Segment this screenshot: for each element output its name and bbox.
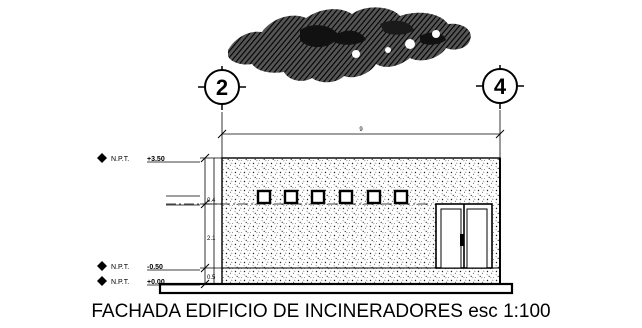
dimension-label-bottom: 0.5 bbox=[207, 275, 216, 281]
overall-dimension-label: 9 bbox=[359, 127, 363, 133]
window-row bbox=[256, 189, 409, 205]
level-value: +0.00 bbox=[147, 279, 165, 286]
level-label: N.P.T. bbox=[111, 279, 129, 286]
window bbox=[310, 189, 326, 205]
dimension-label-top: 0.4 bbox=[207, 198, 216, 204]
window bbox=[366, 189, 382, 205]
window bbox=[338, 189, 354, 205]
axis-label-right: 4 bbox=[494, 74, 507, 99]
double-door bbox=[435, 203, 493, 269]
drawing-title: FACHADA EDIFICIO DE INCINERADORES esc 1:… bbox=[91, 301, 551, 322]
level-value: +3.50 bbox=[147, 156, 165, 163]
window bbox=[283, 189, 299, 205]
window bbox=[393, 189, 409, 205]
level-mark-middle: N.P.T. -0.50 bbox=[97, 261, 200, 271]
level-label: N.P.T. bbox=[111, 264, 129, 271]
level-value: -0.50 bbox=[147, 264, 163, 271]
axis-marker-right: 4 bbox=[476, 65, 524, 109]
dimension-label-middle: 2.1 bbox=[207, 236, 216, 242]
axis-label-left: 2 bbox=[216, 75, 228, 100]
tree-canopy bbox=[228, 7, 471, 83]
foundation-base bbox=[158, 282, 514, 295]
level-mark-bottom: N.P.T. +0.00 bbox=[97, 276, 200, 286]
window bbox=[256, 189, 272, 205]
level-mark-top: N.P.T. +3.50 bbox=[97, 153, 200, 163]
door-handle bbox=[460, 234, 464, 246]
level-label: N.P.T. bbox=[111, 156, 129, 163]
overall-dimension: 9 bbox=[217, 127, 505, 139]
vertical-dimension-chain: 0.4 2.1 0.5 bbox=[200, 153, 222, 289]
axis-marker-left: 2 bbox=[198, 66, 246, 110]
